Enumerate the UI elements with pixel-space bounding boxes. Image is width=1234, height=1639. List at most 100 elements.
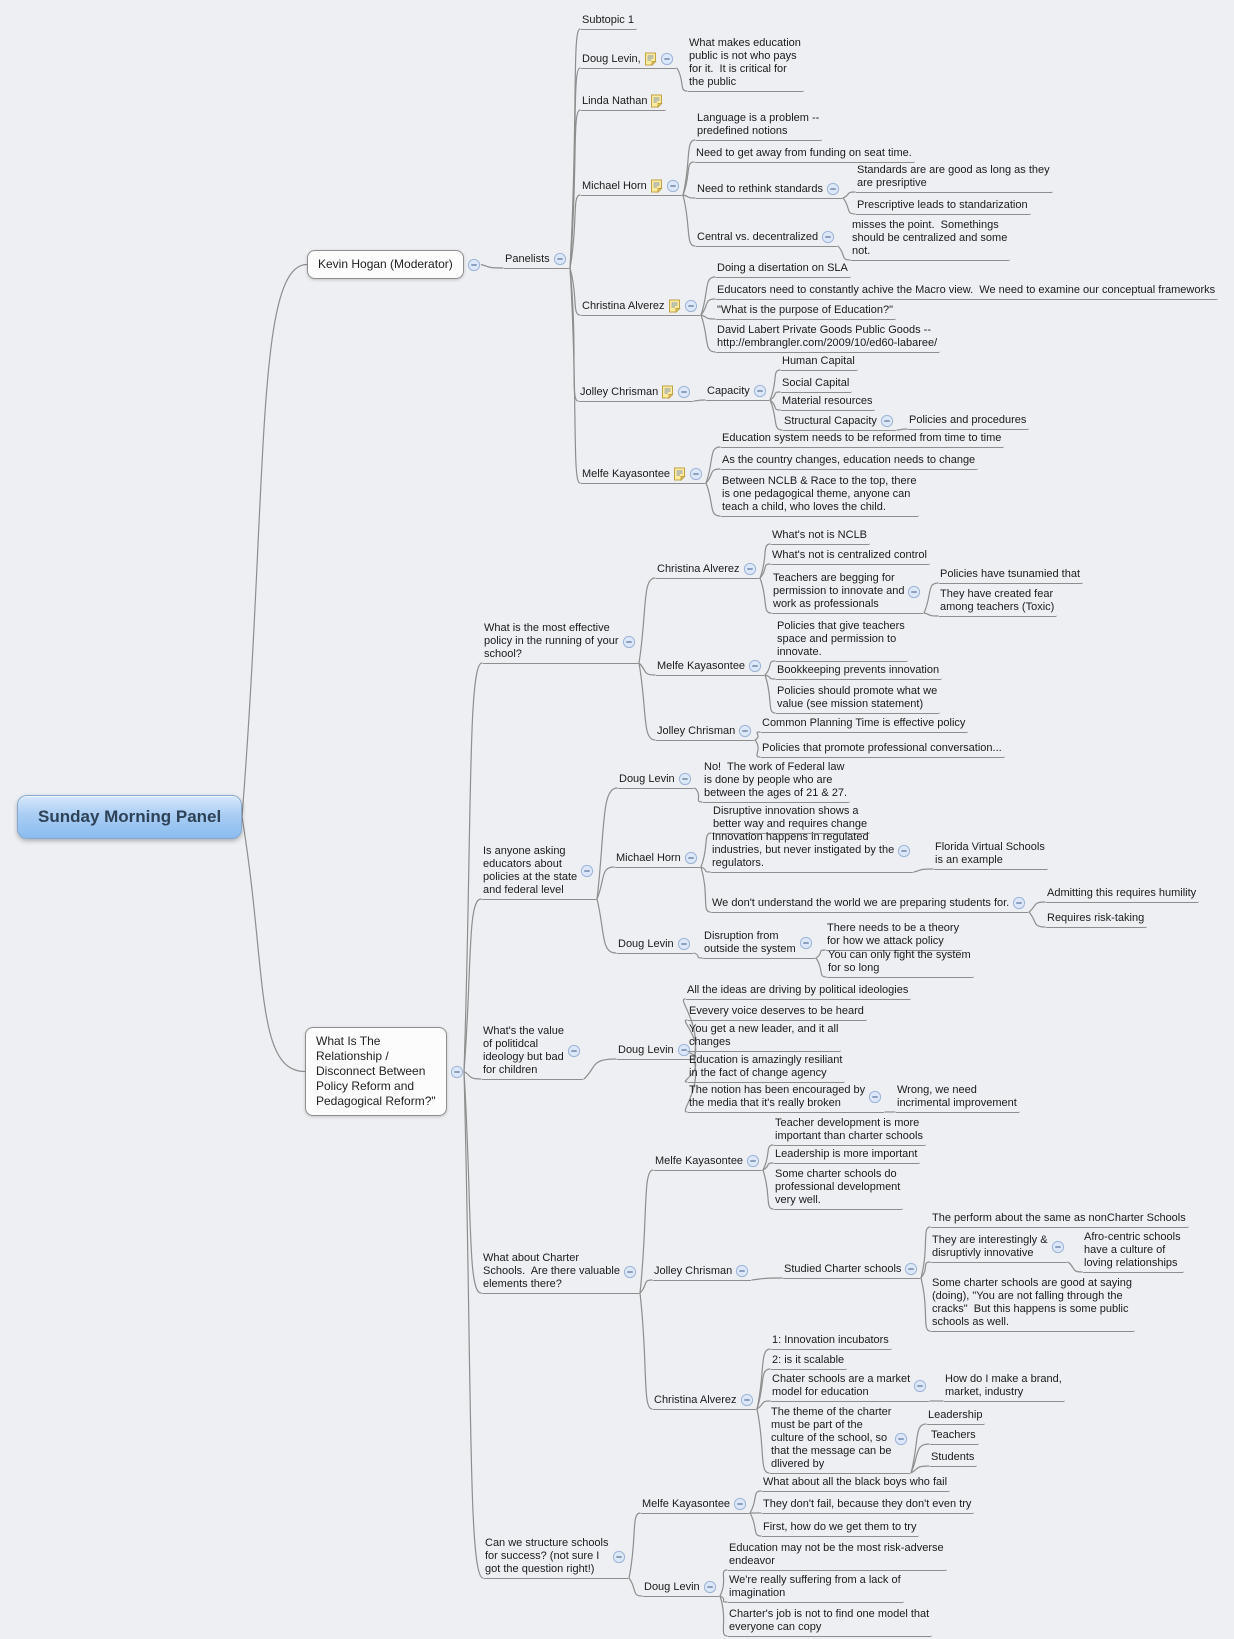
mindmap-node-root[interactable]: Sunday Morning Panel — [17, 795, 243, 839]
collapse-icon[interactable] — [738, 724, 752, 738]
mindmap-node-jc2-conversation[interactable]: Policies that promote professional conve… — [760, 742, 1005, 758]
mindmap-node-dl5[interactable]: Doug Levin — [642, 1580, 720, 1597]
collapse-icon[interactable] — [907, 585, 921, 599]
collapse-icon[interactable] — [666, 179, 680, 193]
collapse-icon[interactable] — [623, 1265, 637, 1279]
mindmap-node-mk4-try[interactable]: First, how do we get them to try — [761, 1521, 920, 1537]
mindmap-node-scs-cracks[interactable]: Some charter schools are good at saying(… — [930, 1277, 1135, 1332]
collapse-icon[interactable] — [826, 182, 840, 196]
mindmap-node-ca3[interactable]: Christina Alverez — [652, 1393, 757, 1410]
mindmap-node-mk2[interactable]: Melfe Kayasontee — [655, 659, 766, 676]
mindmap-node-mh1-std-prescriptive[interactable]: Prescriptive leads to standarization — [855, 199, 1031, 215]
collapse-icon[interactable] — [733, 1497, 747, 1511]
mindmap-node-ca1-labert[interactable]: David Labert Private Goods Public Goods … — [715, 324, 941, 353]
note-icon[interactable] — [661, 385, 674, 399]
mindmap-node-cap-human[interactable]: Human Capital — [780, 355, 858, 371]
collapse-icon[interactable] — [1012, 896, 1026, 910]
collapse-icon[interactable] — [450, 1065, 464, 1079]
mindmap-node-panelists[interactable]: Panelists — [503, 252, 570, 269]
mindmap-node-mk4[interactable]: Melfe Kayasontee — [640, 1497, 751, 1514]
mindmap-node-ca3-brand[interactable]: How do I make a brand,market, industry — [943, 1373, 1065, 1402]
collapse-icon[interactable] — [567, 1044, 581, 1058]
mindmap-node-ca3-scalable[interactable]: 2: is it scalable — [770, 1354, 848, 1370]
mindmap-node-kevin-hogan[interactable]: Kevin Hogan (Moderator) — [307, 250, 481, 279]
collapse-icon[interactable] — [677, 937, 691, 951]
collapse-icon[interactable] — [746, 1154, 760, 1168]
mindmap-node-ca2-tsunami[interactable]: Policies have tsunamied that — [938, 568, 1084, 584]
mindmap-node-mh1-central[interactable]: Central vs. decentralized — [695, 230, 839, 247]
mindmap-node-dl3[interactable]: Doug Levin — [616, 937, 694, 954]
mindmap-node-doug-levin-1[interactable]: Doug Levin, — [580, 52, 677, 69]
mindmap-node-dl4-ideologies[interactable]: All the ideas are driving by political i… — [685, 984, 912, 1000]
mindmap-node-jolley-chrisman-1[interactable]: Jolley Chrisman — [578, 385, 695, 402]
collapse-icon[interactable] — [612, 1550, 626, 1564]
collapse-icon[interactable] — [678, 772, 692, 786]
mindmap-node-scs[interactable]: Studied Charter schools — [782, 1262, 922, 1279]
mindmap-node-mh1-language[interactable]: Language is a problem --predefined notio… — [695, 112, 823, 141]
mindmap-node-mh1-standards[interactable]: Need to rethink standards — [695, 182, 843, 199]
mindmap-node-ca3-students[interactable]: Students — [929, 1451, 978, 1467]
mindmap-node-mk4-black-boys[interactable]: What about all the black boys who fail — [761, 1476, 951, 1492]
mindmap-node-mk3[interactable]: Melfe Kayasontee — [653, 1154, 764, 1171]
mindmap-node-mh2[interactable]: Michael Horn — [614, 851, 701, 868]
mindmap-node-ca2-central[interactable]: What's not is centralized control — [770, 549, 930, 565]
mindmap-node-capacity[interactable]: Capacity — [705, 384, 770, 401]
mindmap-node-cap-social[interactable]: Social Capital — [780, 377, 853, 393]
collapse-icon[interactable] — [684, 299, 698, 313]
collapse-icon[interactable] — [553, 252, 567, 266]
mindmap-node-ca3-leadership[interactable]: Leadership — [926, 1409, 986, 1425]
mindmap-node-dl2[interactable]: Doug Levin — [617, 772, 695, 789]
mindmap-node-ca2-nclb[interactable]: What's not is NCLB — [770, 529, 871, 545]
mindmap-node-cap-policies[interactable]: Policies and procedures — [907, 414, 1030, 430]
collapse-icon[interactable] — [735, 1264, 749, 1278]
mindmap-node-dl4-voice[interactable]: Evevery voice deserves to be heard — [687, 1005, 867, 1021]
note-icon[interactable] — [668, 299, 681, 313]
mindmap-node-jc2-planning[interactable]: Common Planning Time is effective policy — [760, 717, 969, 733]
collapse-icon[interactable] — [622, 635, 636, 649]
mindmap-node-scs-innovative[interactable]: They are interestingly &disruptivly inno… — [930, 1234, 1068, 1263]
collapse-icon[interactable] — [748, 659, 762, 673]
collapse-icon[interactable] — [580, 864, 594, 878]
collapse-icon[interactable] — [703, 1580, 717, 1594]
collapse-icon[interactable] — [689, 467, 703, 481]
mindmap-node-dl5-copy[interactable]: Charter's job is not to find one model t… — [727, 1608, 933, 1637]
mindmap-node-mk3-leadership[interactable]: Leadership is more important — [773, 1148, 921, 1164]
mindmap-node-ca3-teachers[interactable]: Teachers — [929, 1429, 979, 1445]
mindmap-node-ca3-incubators[interactable]: 1: Innovation incubators — [770, 1334, 892, 1350]
collapse-icon[interactable] — [743, 562, 757, 576]
mindmap-node-mk2-bookkeeping[interactable]: Bookkeeping prevents innovation — [775, 664, 943, 680]
mindmap-node-mh1-seat-time[interactable]: Need to get away from funding on seat ti… — [694, 147, 915, 163]
note-icon[interactable] — [650, 94, 664, 108]
mindmap-node-ca1-purpose[interactable]: "What is the purpose of Education?" — [715, 304, 896, 320]
note-icon[interactable] — [650, 179, 663, 193]
collapse-icon[interactable] — [904, 1262, 918, 1276]
mindmap-node-christina-alverez-1[interactable]: Christina Alverez — [580, 299, 701, 316]
mindmap-node-cap-structural[interactable]: Structural Capacity — [782, 414, 897, 431]
mindmap-node-mk4-dont-fail[interactable]: They don't fail, because they don't even… — [761, 1498, 975, 1514]
collapse-icon[interactable] — [913, 1379, 927, 1393]
